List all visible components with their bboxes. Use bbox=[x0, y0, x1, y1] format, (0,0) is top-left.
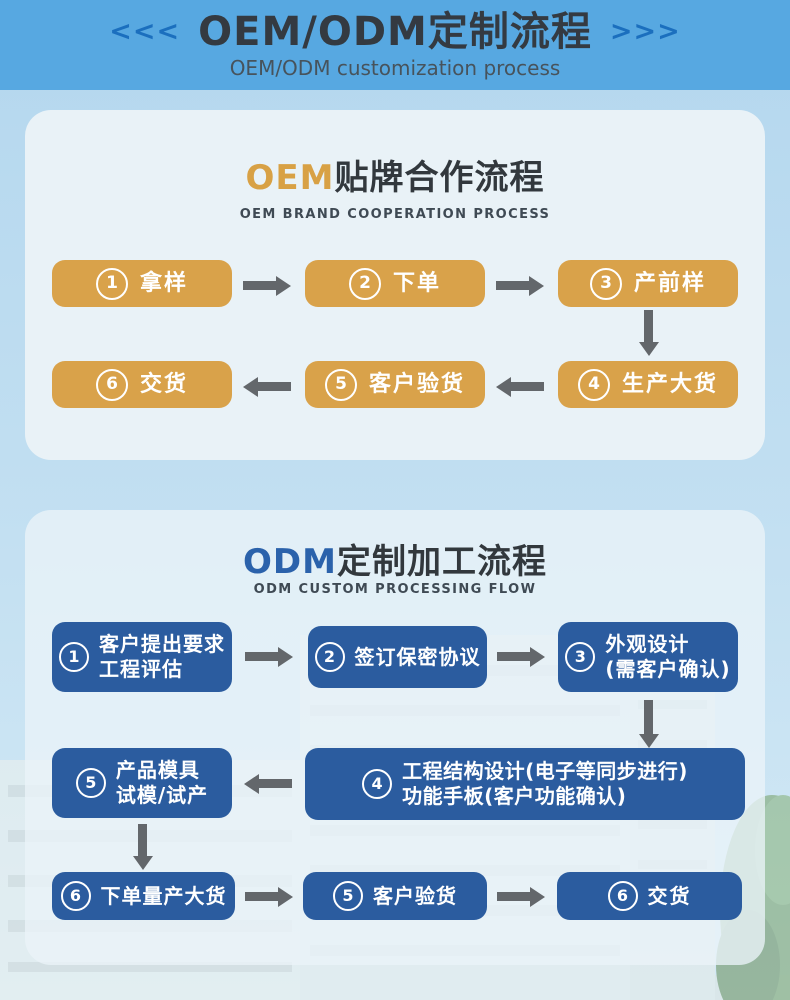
step-label-line2: (需客户确认) bbox=[605, 657, 731, 681]
odm-step-nda-signing: 2 签订保密协议 bbox=[308, 626, 487, 688]
chevrons-left-icon: <<< bbox=[109, 16, 181, 47]
odm-step-customer-inspection: 5 客户验货 bbox=[303, 872, 487, 920]
oem-step-mass-production: 4 生产大货 bbox=[558, 361, 738, 408]
step-label: 外观设计 (需客户确认) bbox=[605, 632, 730, 682]
step-label-line1: 客户提出要求 bbox=[99, 632, 225, 656]
arrow-right-icon bbox=[245, 652, 278, 661]
arrow-left-icon bbox=[511, 382, 544, 391]
step-label: 生产大货 bbox=[621, 371, 718, 397]
step-label: 客户验货 bbox=[368, 371, 465, 397]
step-number: 6 bbox=[60, 881, 91, 911]
step-label: 签订保密协议 bbox=[354, 645, 481, 669]
arrow-right-icon bbox=[497, 892, 530, 901]
odm-card-title: ODM定制加工流程 bbox=[25, 534, 765, 583]
oem-process-card: OEM贴牌合作流程 OEM BRAND COOPERATION PROCESS … bbox=[25, 110, 765, 460]
odm-step-delivery: 6 交货 bbox=[557, 872, 742, 920]
odm-step-product-mold-trial: 5 产品模具 试模/试产 bbox=[52, 748, 232, 818]
page-title: OEM/ODM定制流程 bbox=[198, 8, 592, 55]
arrow-down-icon bbox=[644, 310, 653, 342]
oem-title-highlight: OEM bbox=[245, 158, 335, 198]
step-label: 交货 bbox=[139, 371, 188, 397]
step-label-line1: 工程结构设计(电子等同步进行) bbox=[402, 759, 688, 783]
arrow-right-icon bbox=[497, 652, 530, 661]
arrow-down-icon bbox=[644, 700, 653, 734]
step-number: 3 bbox=[565, 642, 596, 672]
step-label-line1: 产品模具 bbox=[115, 758, 200, 782]
odm-step-customer-requirements: 1 客户提出要求 工程评估 bbox=[52, 622, 232, 692]
oem-card-subtitle: OEM BRAND COOPERATION PROCESS bbox=[239, 207, 551, 222]
odm-title-highlight: ODM bbox=[243, 542, 337, 582]
step-number: 6 bbox=[95, 368, 128, 401]
step-label: 产前样 bbox=[633, 270, 706, 296]
step-label: 产品模具 试模/试产 bbox=[116, 758, 208, 808]
oem-step-order: 2 下单 bbox=[305, 260, 485, 307]
step-label: 交货 bbox=[647, 884, 692, 908]
step-number: 1 bbox=[95, 267, 128, 300]
oem-step-customer-inspection: 5 客户验货 bbox=[305, 361, 485, 408]
oem-card-title: OEM贴牌合作流程 bbox=[25, 150, 765, 199]
step-label: 下单量产大货 bbox=[100, 884, 227, 908]
oem-step-preproduction-sample: 3 产前样 bbox=[558, 260, 738, 307]
step-number: 4 bbox=[577, 368, 610, 401]
step-number: 2 bbox=[314, 642, 345, 672]
step-label-line2: 工程评估 bbox=[99, 657, 183, 681]
step-number: 2 bbox=[348, 267, 381, 300]
step-number: 4 bbox=[362, 769, 393, 799]
odm-process-card: ODM定制加工流程 ODM CUSTOM PROCESSING FLOW 1 客… bbox=[25, 510, 765, 965]
arrow-down-icon bbox=[138, 824, 147, 856]
odm-card-subtitle: ODM CUSTOM PROCESSING FLOW bbox=[253, 582, 537, 597]
odm-step-mass-production-order: 6 下单量产大货 bbox=[52, 872, 235, 920]
step-label-line2: 试模/试产 bbox=[115, 783, 209, 807]
step-label-line2: 功能手板(客户功能确认) bbox=[402, 784, 627, 808]
step-number: 1 bbox=[59, 642, 89, 672]
step-label: 客户提出要求 工程评估 bbox=[99, 632, 225, 682]
arrow-right-icon bbox=[243, 281, 276, 290]
oem-step-sampling: 1 拿样 bbox=[52, 260, 232, 307]
step-label: 工程结构设计(电子等同步进行) 功能手板(客户功能确认) bbox=[402, 759, 688, 809]
step-label: 客户验货 bbox=[373, 884, 457, 908]
step-number: 5 bbox=[333, 881, 363, 911]
step-number: 5 bbox=[324, 368, 357, 401]
chevrons-right-icon: >>> bbox=[609, 16, 681, 47]
arrow-right-icon bbox=[245, 892, 278, 901]
oem-title-rest: 贴牌合作流程 bbox=[334, 158, 545, 198]
step-label-line1: 外观设计 bbox=[605, 632, 690, 656]
odm-title-rest: 定制加工流程 bbox=[336, 542, 547, 582]
step-number: 3 bbox=[589, 267, 622, 300]
page-header: <<< OEM/ODM定制流程 >>> OEM/ODM customizatio… bbox=[0, 0, 790, 90]
arrow-right-icon bbox=[496, 281, 529, 290]
oem-step-delivery: 6 交货 bbox=[52, 361, 232, 408]
odm-step-engineering-structure-design: 4 工程结构设计(电子等同步进行) 功能手板(客户功能确认) bbox=[305, 748, 745, 820]
arrow-left-icon bbox=[259, 779, 292, 788]
step-number: 6 bbox=[607, 881, 638, 911]
arrow-left-icon bbox=[258, 382, 291, 391]
step-label: 拿样 bbox=[139, 270, 188, 296]
step-label: 下单 bbox=[392, 270, 441, 296]
step-number: 5 bbox=[75, 768, 106, 798]
odm-step-appearance-design: 3 外观设计 (需客户确认) bbox=[558, 622, 738, 692]
page-subtitle: OEM/ODM customization process bbox=[229, 55, 561, 80]
